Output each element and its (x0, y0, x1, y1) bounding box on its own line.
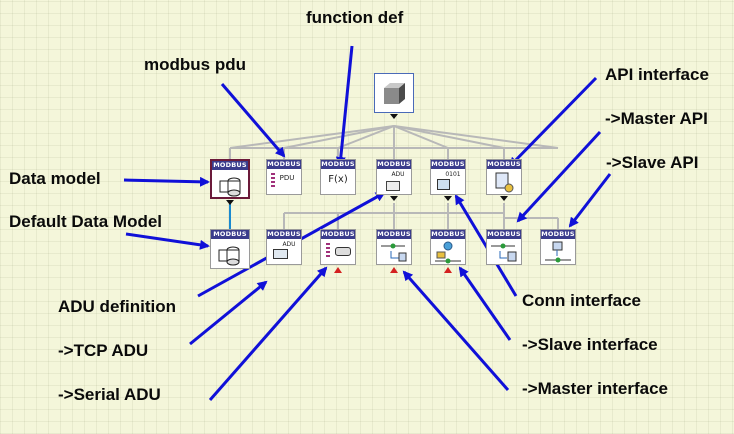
arrow-data-model (123, 176, 210, 187)
tree-lines-row2 (283, 203, 559, 229)
api-icon (495, 172, 514, 193)
database-icon (219, 177, 241, 197)
label-slave-interface: ->Slave interface (522, 335, 658, 354)
data-model-node[interactable]: MODBUS (210, 159, 250, 199)
conn-expand-icon[interactable] (444, 196, 452, 201)
arrow-slave-api (568, 173, 612, 228)
tree-lines-row1 (229, 125, 559, 159)
slave-api-icon (545, 241, 571, 263)
label-default-data-model: Default Data Model (9, 212, 163, 231)
default-data-model-node[interactable]: MODBUS (210, 229, 250, 269)
node-header: MODBUS (487, 230, 521, 239)
node-header: MODBUS (377, 160, 411, 169)
serial-adu-node[interactable]: MODBUS (320, 229, 356, 265)
conn-interface-node[interactable]: MODBUS 0101 (430, 159, 466, 195)
arrow-master-interface (402, 270, 510, 391)
label-serial-adu: ->Serial ADU (58, 385, 161, 404)
label-tcp-adu: ->TCP ADU (58, 341, 149, 360)
node-header: MODBUS (487, 160, 521, 169)
warning-icon (390, 267, 398, 273)
adu-glyph: ADU (391, 171, 405, 178)
network-icon (273, 249, 288, 259)
arrow-serial-adu (208, 266, 328, 401)
serial-port-icon (335, 247, 351, 256)
pdu-glyph: PDU (279, 174, 295, 182)
function-glyph: F(x) (328, 174, 348, 185)
label-data-model: Data model (9, 169, 101, 188)
node-header: MODBUS (541, 230, 575, 239)
label-api-interface: API interface (605, 65, 709, 84)
node-header: MODBUS (321, 160, 355, 169)
serial-bits-icon (326, 243, 330, 259)
label-master-interface: ->Master interface (522, 379, 668, 398)
database-icon (218, 246, 240, 266)
adu-definition-node[interactable]: MODBUS ADU (376, 159, 412, 195)
label-master-api: ->Master API (605, 109, 708, 128)
slave-api-node[interactable]: MODBUS (540, 229, 576, 265)
master-api-node[interactable]: MODBUS (486, 229, 522, 265)
api-expand-icon[interactable] (500, 196, 508, 201)
adu-expand-icon[interactable] (390, 196, 398, 201)
tcp-adu-glyph: ADU (282, 241, 296, 248)
cube-icon (384, 83, 405, 104)
warning-icon (444, 267, 452, 273)
warning-icon (334, 267, 342, 273)
arrow-tcp-adu (189, 280, 268, 346)
arrow-default-data-model (125, 232, 210, 250)
node-header: MODBUS (212, 161, 248, 170)
node-header: MODBUS (267, 230, 301, 239)
slave-globe-icon (435, 241, 461, 264)
data-model-expand-icon[interactable] (226, 200, 234, 205)
conn-glyph: 0101 (445, 171, 461, 178)
tcp-adu-node[interactable]: MODBUS ADU (266, 229, 302, 265)
master-api-icon (491, 243, 517, 262)
arrow-master-api (516, 130, 602, 223)
node-header: MODBUS (431, 230, 465, 239)
label-conn-interface: Conn interface (522, 291, 642, 310)
pdu-bits-icon (271, 173, 275, 189)
computer-icon (437, 179, 450, 190)
arrow-api-interface (508, 76, 598, 168)
master-interface-node[interactable]: MODBUS (376, 229, 412, 265)
api-interface-node[interactable]: MODBUS (486, 159, 522, 195)
node-header: MODBUS (267, 160, 301, 169)
root-expand-icon[interactable] (390, 114, 398, 119)
function-def-node[interactable]: MODBUS F(x) (320, 159, 356, 195)
node-header: MODBUS (377, 230, 411, 239)
root-class-node[interactable] (374, 73, 414, 113)
label-adu-definition: ADU definition (58, 297, 177, 316)
arrow-slave-interface (458, 266, 512, 341)
node-header: MODBUS (431, 160, 465, 169)
arrow-modbus-pdu (220, 83, 286, 158)
master-arrows-icon (381, 243, 407, 262)
label-function-def: function def (306, 8, 404, 27)
node-header: MODBUS (211, 230, 249, 239)
adu-frame-icon (386, 181, 400, 191)
modbus-pdu-node[interactable]: MODBUS PDU (266, 159, 302, 195)
label-modbus-pdu: modbus pdu (144, 55, 246, 74)
slave-interface-node[interactable]: MODBUS (430, 229, 466, 265)
arrow-function-def (335, 45, 354, 167)
label-slave-api: ->Slave API (606, 153, 699, 172)
node-header: MODBUS (321, 230, 355, 239)
